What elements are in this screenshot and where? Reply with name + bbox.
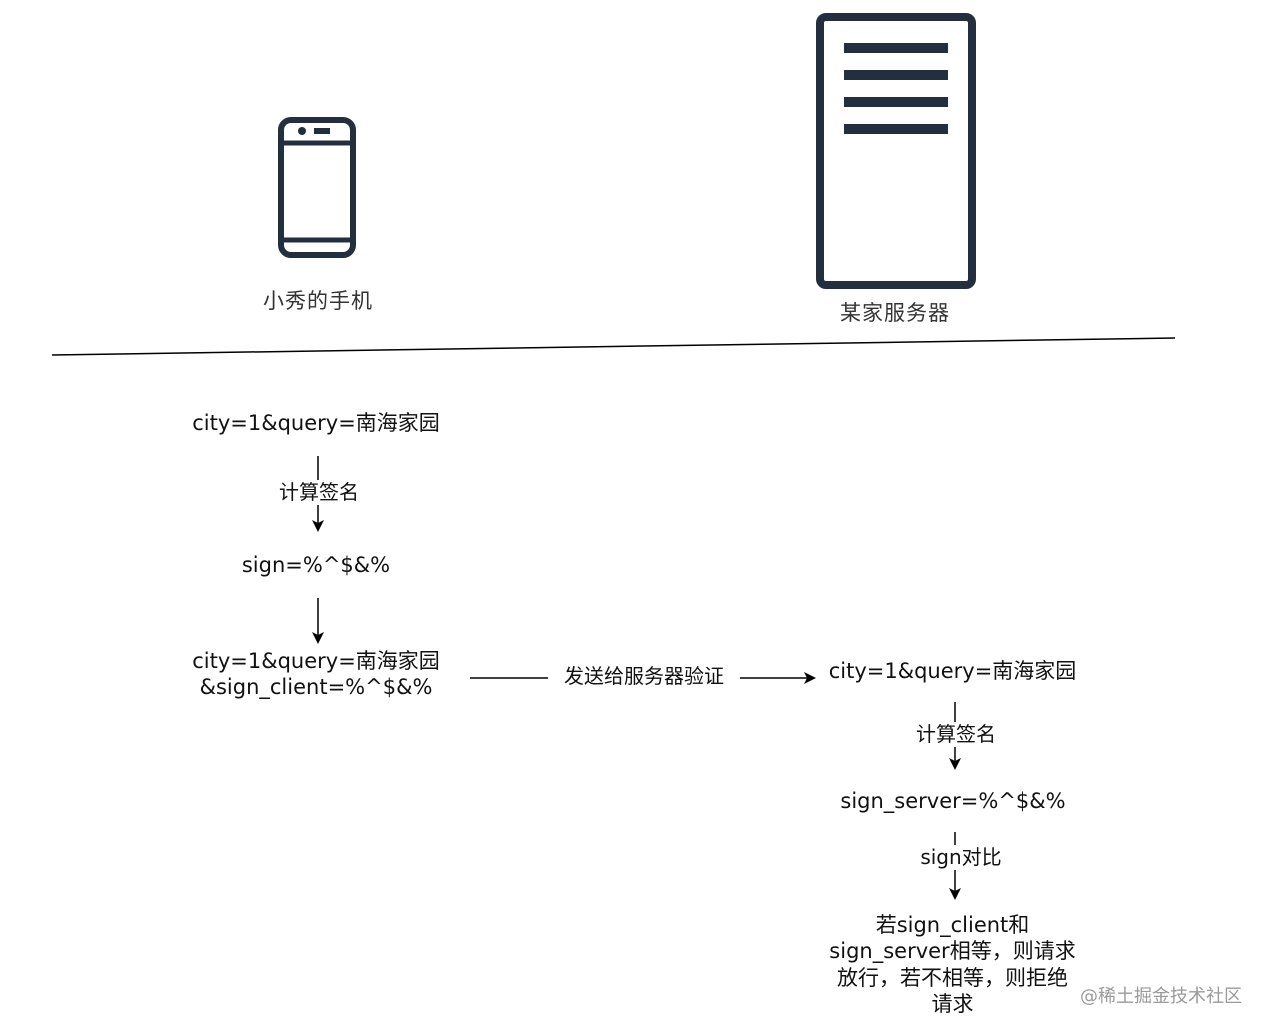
server-params: city=1&query=南海家园 bbox=[828, 659, 1077, 683]
client-sign: sign=%^$&% bbox=[241, 553, 391, 577]
divider-line bbox=[51, 337, 1176, 356]
transfer-label: 发送给服务器验证 bbox=[548, 664, 740, 689]
mobile-phone-icon bbox=[278, 117, 356, 258]
server-result: 若sign_client和 sign_server相等，则请求 放行，若不相等，… bbox=[800, 912, 1105, 1017]
client-params: city=1&query=南海家园 bbox=[192, 411, 440, 435]
watermark: @稀土掘金技术社区 bbox=[1080, 986, 1242, 1007]
server-icon bbox=[816, 13, 976, 289]
server-sign: sign_server=%^$&% bbox=[840, 789, 1066, 813]
client-request: city=1&query=南海家园 &sign_client=%^$&% bbox=[156, 648, 476, 701]
server-result-line1: 若sign_client和 bbox=[875, 913, 1030, 937]
client-request-line2: &sign_client=%^$&% bbox=[199, 675, 433, 700]
server-compute-label: 计算签名 bbox=[912, 722, 1000, 747]
server-result-line4: 请求 bbox=[931, 991, 974, 1016]
server-result-line3: 放行，若不相等，则拒绝 bbox=[837, 965, 1068, 990]
server-result-line2: sign_server相等，则请求 bbox=[829, 939, 1076, 964]
server-compare-label: sign对比 bbox=[912, 845, 1010, 870]
phone-label: 小秀的手机 bbox=[263, 289, 373, 313]
client-compute-label: 计算签名 bbox=[268, 480, 370, 505]
client-request-line1: city=1&query=南海家园 bbox=[192, 649, 440, 673]
server-label: 某家服务器 bbox=[840, 301, 950, 325]
